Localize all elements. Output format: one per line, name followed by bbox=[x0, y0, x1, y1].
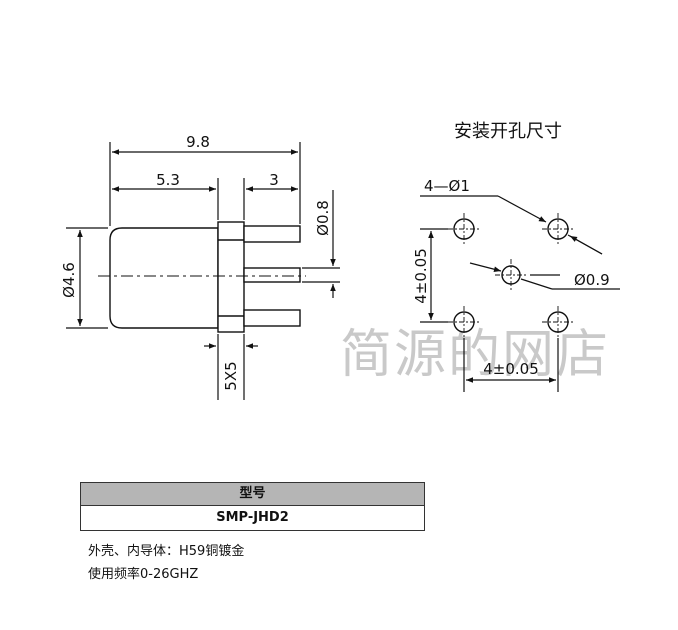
dim-overall-length bbox=[109, 142, 301, 226]
dim-hole-spacing-h bbox=[463, 338, 559, 392]
hole-center-marks bbox=[448, 213, 574, 338]
dim-pin-label: 3 bbox=[269, 171, 279, 189]
dim-body-diameter bbox=[66, 227, 108, 329]
note-material: 外壳、内导体：H59铜镀金 bbox=[88, 544, 245, 559]
hole-spacing-v-label: 4±0.05 bbox=[412, 248, 430, 304]
dim-overall-label: 9.8 bbox=[186, 133, 210, 151]
watermark: 简源的网店 bbox=[340, 325, 610, 385]
hole-center-dia-label: Ø0.9 bbox=[574, 271, 610, 289]
hole-spacing-h-label: 4±0.05 bbox=[483, 360, 539, 378]
dim-pin-diameter bbox=[302, 190, 340, 298]
connector-side-view bbox=[98, 221, 306, 333]
model-table: 型号 SMP-JHD2 bbox=[80, 482, 425, 531]
dim-pin-diameter-label: Ø0.8 bbox=[314, 200, 332, 236]
hole-pattern-title: 安装开孔尺寸 bbox=[454, 121, 562, 142]
dim-body-diameter-label: Ø4.6 bbox=[60, 262, 78, 298]
dim-hole-spacing-v bbox=[420, 228, 448, 323]
model-table-header: 型号 bbox=[81, 483, 424, 506]
pin-center bbox=[243, 267, 301, 283]
connector-body bbox=[109, 227, 219, 329]
pin-bottom bbox=[243, 309, 301, 327]
note-frequency: 使用频率0-26GHZ bbox=[88, 567, 199, 582]
model-table-value: SMP-JHD2 bbox=[81, 506, 424, 530]
pin-top bbox=[243, 225, 301, 243]
leader-center-dia bbox=[469, 262, 620, 290]
dim-body-length bbox=[112, 178, 219, 220]
dim-flange-label: 5X5 bbox=[222, 361, 240, 390]
dim-body-label: 5.3 bbox=[156, 171, 180, 189]
dim-flange bbox=[204, 334, 258, 400]
leader-hole-dia bbox=[420, 195, 603, 255]
hole-count-dia-label: 4—Ø1 bbox=[424, 177, 470, 195]
dim-pin-length bbox=[243, 178, 298, 220]
